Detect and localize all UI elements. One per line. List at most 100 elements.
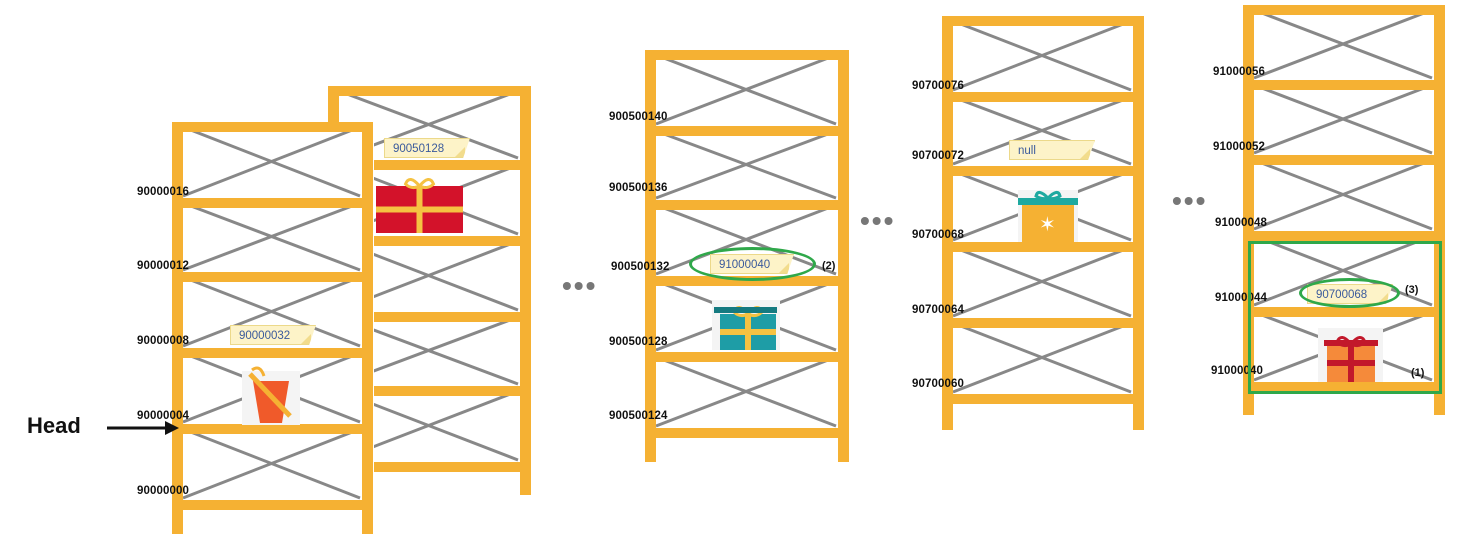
address-label: 90000012	[137, 260, 189, 272]
address-label: 90700076	[912, 80, 964, 92]
rack-shelf	[172, 122, 370, 132]
gift-ribbon	[248, 372, 292, 418]
rack-post	[838, 50, 849, 462]
address-label: 90700068	[912, 229, 964, 241]
rack-shelf	[172, 348, 370, 358]
rack-shelf	[1243, 307, 1442, 317]
rack-brace	[655, 203, 837, 276]
rack-shelf	[1243, 5, 1442, 15]
highlight-ring	[1299, 278, 1400, 308]
address-label: 900500128	[609, 336, 668, 348]
address-label: 91000048	[1215, 217, 1267, 229]
rack-brace	[952, 19, 1132, 92]
rack-post	[645, 50, 656, 462]
rack-shelf	[942, 394, 1141, 404]
rack-shelf	[942, 318, 1141, 328]
annotation-label: (3)	[1405, 284, 1419, 296]
head-arrow-icon	[107, 421, 179, 435]
rack-brace	[1253, 83, 1433, 155]
rack-post	[1434, 5, 1445, 415]
rack-brace	[655, 355, 837, 428]
head-label: Head	[27, 413, 81, 438]
gift-ribbon	[1327, 360, 1375, 366]
address-label: 91000056	[1213, 66, 1265, 78]
gift-bag	[253, 381, 289, 423]
rack-brace	[655, 53, 837, 126]
rack-brace	[655, 129, 837, 200]
pointer-tag-rack-4: null	[1009, 140, 1095, 160]
gift-box	[1022, 204, 1074, 242]
rack-shelf	[328, 312, 528, 322]
address-label: 90000016	[137, 186, 189, 198]
rack-brace	[182, 201, 361, 272]
ellipsis: •••	[860, 205, 896, 236]
rack-post	[362, 122, 373, 534]
rack-shelf	[1243, 382, 1442, 392]
ellipsis: •••	[562, 270, 598, 301]
rack-shelf	[172, 424, 370, 434]
address-label: 90700064	[912, 304, 964, 316]
rack-shelf	[328, 86, 528, 96]
rack-brace	[1253, 234, 1433, 307]
rack-shelf	[645, 200, 846, 210]
pointer-tag-rack-2: 90050128	[384, 138, 470, 158]
rack-shelf	[1243, 80, 1442, 90]
rack-shelf	[328, 236, 528, 246]
rack-post	[520, 86, 531, 495]
gift-ribbon	[720, 329, 776, 335]
address-label: 90000000	[137, 485, 189, 497]
rack-shelf	[172, 272, 370, 282]
rack-brace	[1253, 158, 1433, 231]
gift-lid	[714, 307, 777, 313]
address-label: 900500136	[609, 182, 668, 194]
address-label: 90700060	[912, 378, 964, 390]
gift-lid	[1324, 340, 1378, 346]
rack-shelf	[645, 428, 846, 438]
rack-shelf	[172, 198, 370, 208]
gift-bow	[403, 178, 436, 190]
rack-shelf	[328, 160, 528, 170]
rack-brace	[182, 125, 361, 198]
rack-shelf	[942, 242, 1141, 252]
highlight-box	[1248, 241, 1442, 394]
rack-shelf	[1243, 155, 1442, 165]
rack-shelf	[1243, 231, 1442, 241]
rack-post	[1243, 5, 1254, 415]
address-label: 91000052	[1213, 141, 1265, 153]
address-label: 90000004	[137, 410, 189, 422]
rack-brace	[952, 95, 1132, 166]
annotation-label: (1)	[1411, 367, 1425, 379]
rack-brace	[952, 321, 1132, 394]
rack-shelf	[942, 16, 1141, 26]
gift-bow	[251, 366, 266, 377]
rack-brace	[952, 245, 1132, 318]
address-label: 900500124	[609, 410, 668, 422]
annotation-label: (2)	[822, 260, 836, 272]
rack-shelf	[172, 500, 370, 510]
rack-brace	[182, 275, 361, 348]
snowflake-icon: ✶	[1039, 212, 1056, 236]
rack-post	[942, 16, 953, 430]
gift-bow	[1034, 191, 1062, 201]
rack-shelf	[645, 352, 846, 362]
rack-post	[1133, 16, 1144, 430]
address-label: 900500132	[611, 261, 670, 273]
rack-shelf	[645, 276, 846, 286]
rack-shelf	[645, 126, 846, 136]
address-label: 90700072	[912, 150, 964, 162]
highlight-ring	[689, 247, 816, 281]
gift-ribbon	[376, 206, 463, 213]
pointer-tag-rack-1: 90000032	[230, 325, 316, 345]
rack-shelf	[942, 166, 1141, 176]
address-label: 90000008	[137, 335, 189, 347]
ellipsis: •••	[1172, 185, 1208, 216]
rack-shelf	[942, 92, 1141, 102]
rack-shelf	[328, 462, 528, 472]
rack-brace	[182, 427, 361, 500]
address-label: 91000044	[1215, 292, 1267, 304]
rack-shelf	[645, 50, 846, 60]
rack-post	[172, 122, 183, 534]
rack-shelf	[328, 386, 528, 396]
